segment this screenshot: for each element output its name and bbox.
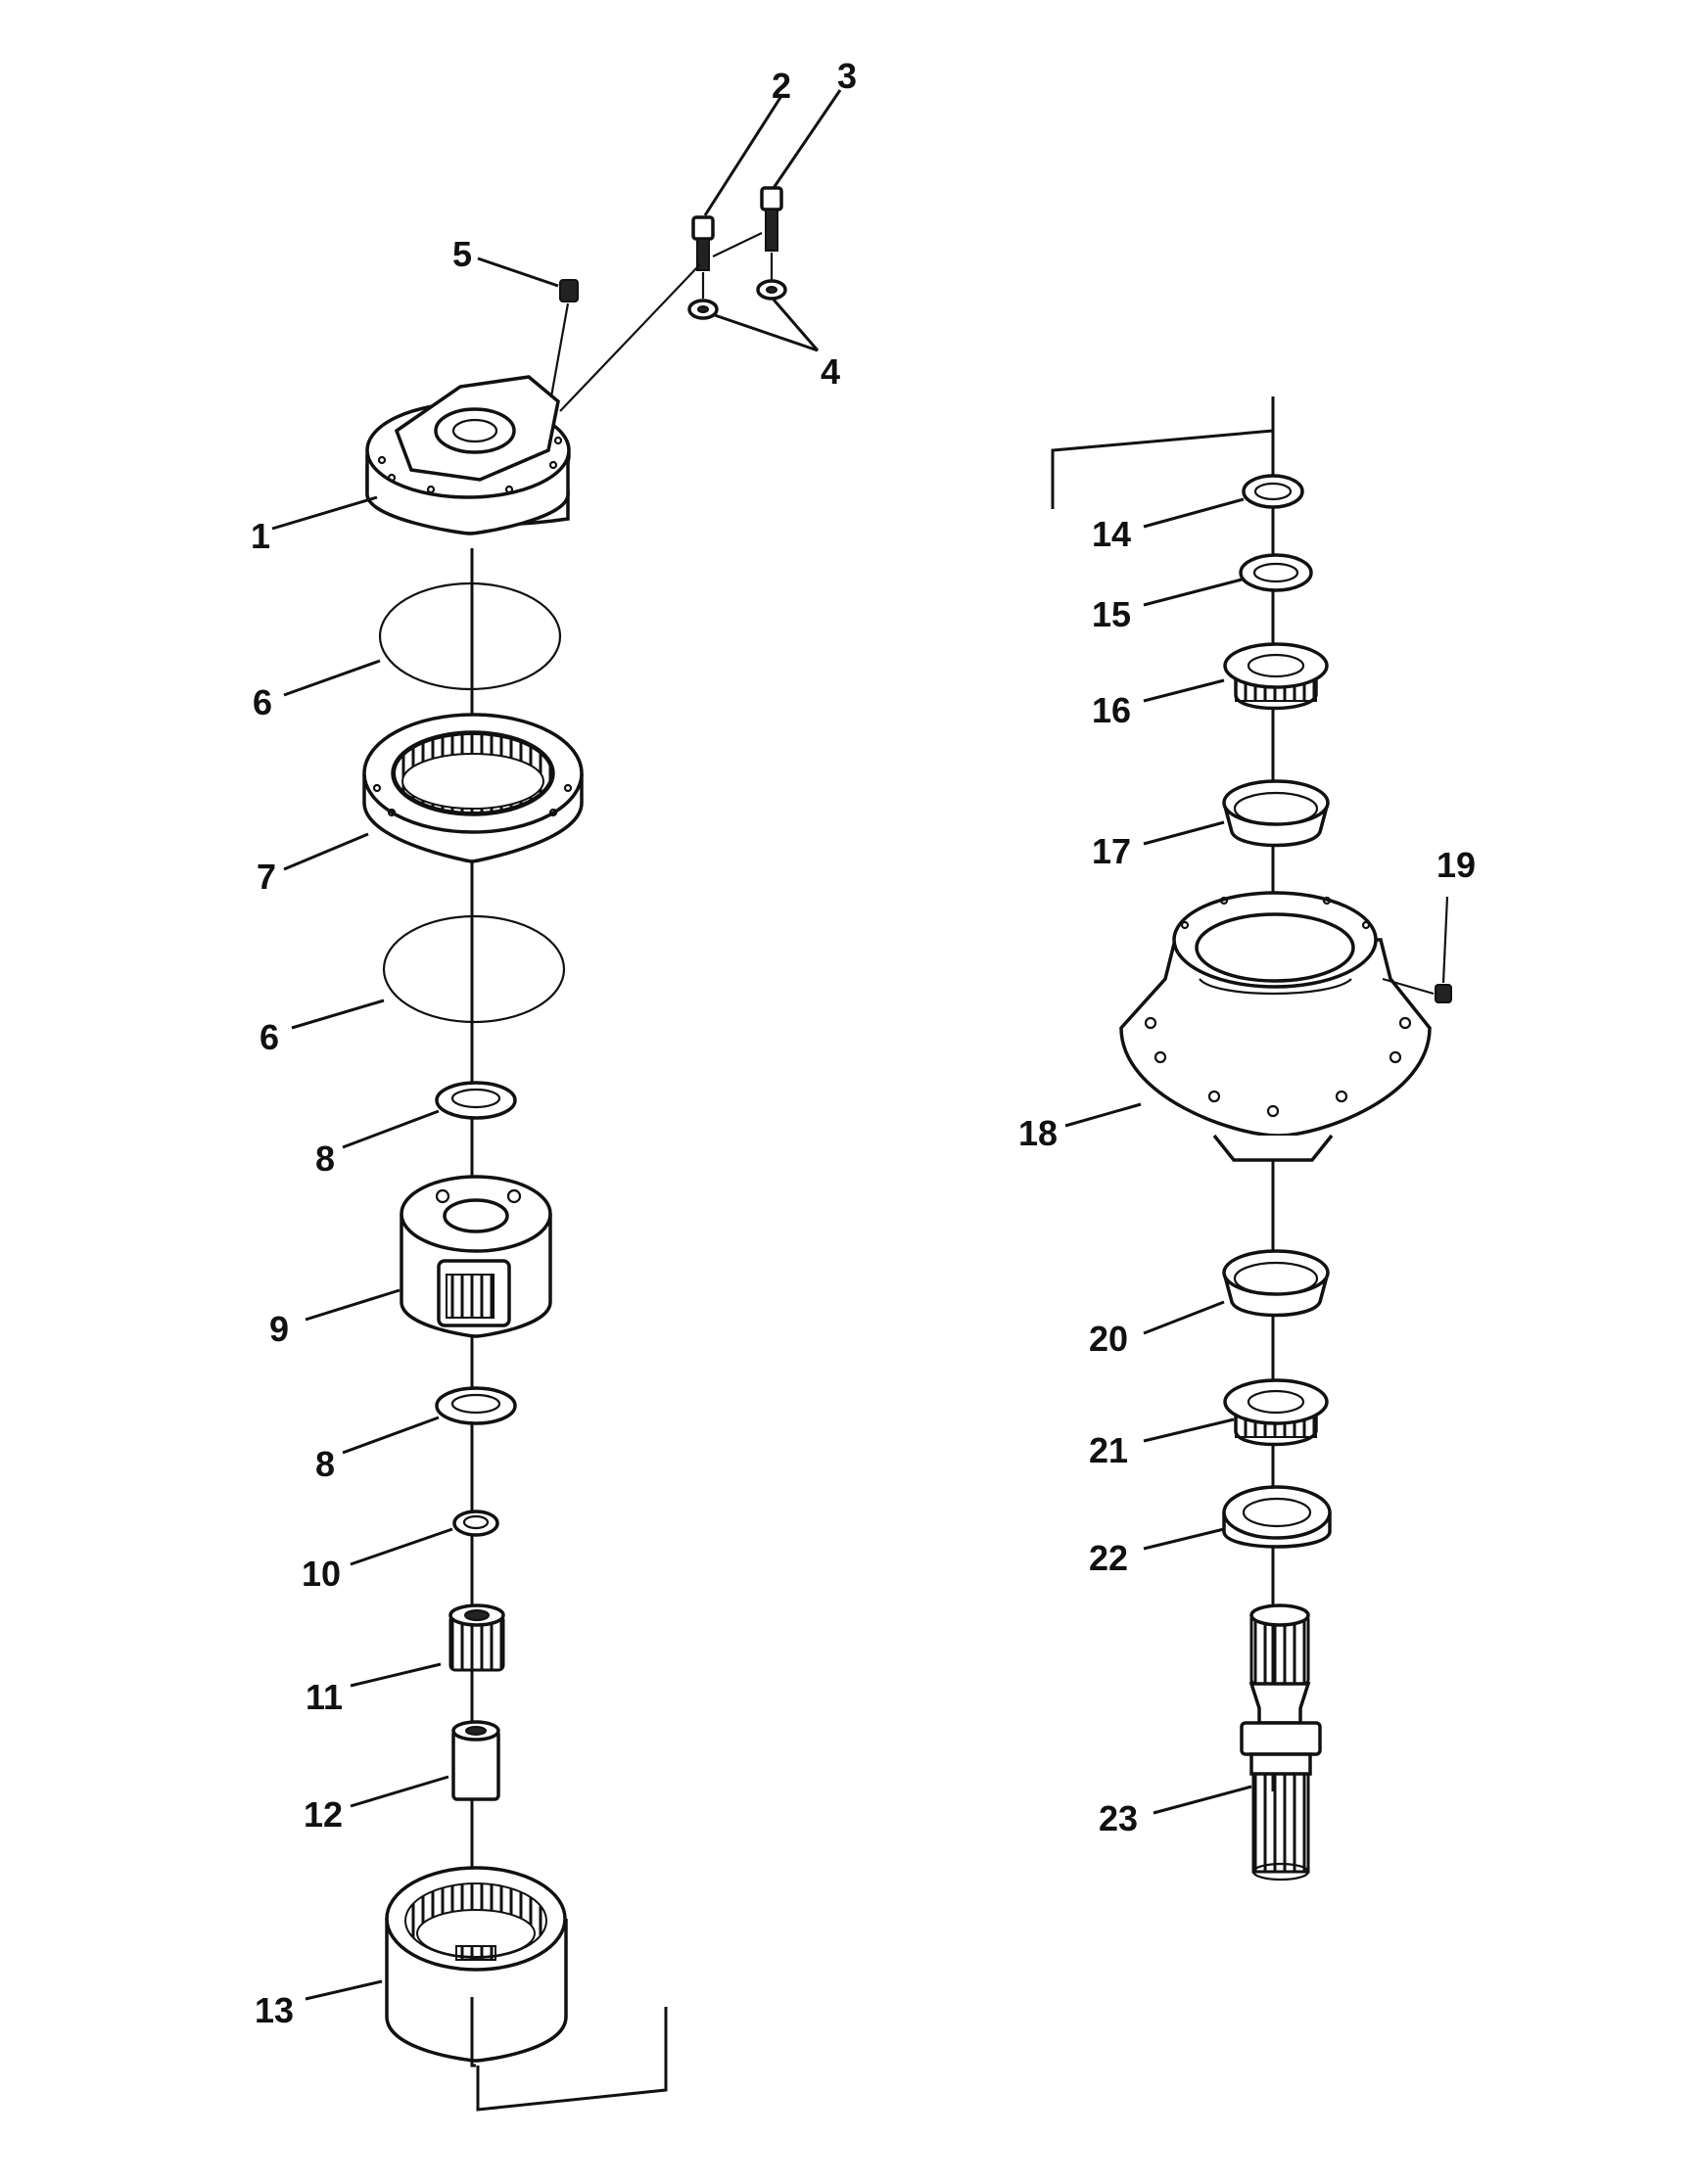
callout-23: 23 [1099, 1798, 1138, 1838]
bearing-cup-part-17 [1222, 779, 1330, 848]
callout-7: 7 [257, 857, 276, 897]
sun-gear-part-11 [448, 1603, 505, 1672]
callout-11: 11 [306, 1677, 343, 1717]
washer-part-15 [1239, 553, 1313, 592]
thrust-washer-part-8-lower [435, 1386, 517, 1425]
callout-10: 10 [302, 1554, 341, 1594]
callout-12: 12 [304, 1794, 343, 1835]
o-ring-part-6-lower [382, 914, 566, 1024]
callout-17: 17 [1092, 831, 1131, 871]
ring-gear-part-7 [362, 713, 584, 863]
callout-22: 22 [1089, 1538, 1128, 1578]
callout-15: 15 [1092, 594, 1131, 634]
output-gear-part-13 [385, 1866, 568, 2063]
thrust-washer-part-8-upper [435, 1081, 517, 1120]
hub-part-18 [1119, 891, 1432, 1162]
snap-ring-part-10 [452, 1510, 499, 1537]
callout-19: 19 [1436, 845, 1476, 885]
bracket-bottom-left [470, 1997, 668, 2112]
snap-ring-part-14 [1242, 474, 1304, 509]
callout-2: 2 [772, 66, 791, 106]
callout-8-lower: 8 [315, 1444, 335, 1484]
callout-4: 4 [821, 351, 840, 392]
callout-5: 5 [452, 234, 472, 274]
callout-20: 20 [1089, 1319, 1128, 1359]
planet-carrier-part-9 [400, 1175, 552, 1338]
washer-part-4-left [687, 299, 719, 320]
spacer-part-12 [451, 1720, 500, 1801]
bracket-top-right [1051, 396, 1275, 509]
plug-part-5 [559, 279, 579, 302]
callout-8-upper: 8 [315, 1138, 335, 1179]
callout-6-upper: 6 [253, 682, 272, 722]
output-shaft-part-23 [1240, 1603, 1322, 1882]
seal-part-22 [1222, 1485, 1332, 1549]
cover-part-1 [365, 375, 571, 535]
bolt-part-3 [760, 186, 783, 252]
callout-1: 1 [251, 516, 270, 556]
callout-3: 3 [837, 56, 857, 96]
callout-13: 13 [255, 1990, 294, 2030]
leader-lines [271, 89, 1252, 2001]
bearing-cone-part-21 [1223, 1378, 1329, 1447]
callout-21: 21 [1089, 1430, 1128, 1470]
callout-14: 14 [1092, 514, 1131, 554]
callout-9: 9 [269, 1309, 289, 1349]
bearing-cone-part-16 [1223, 642, 1329, 711]
plug-part-19 [1435, 984, 1452, 1003]
washer-part-4-right [756, 279, 787, 301]
bolt-part-2 [691, 215, 715, 271]
callout-18: 18 [1018, 1113, 1058, 1153]
callout-6-lower: 6 [259, 1017, 279, 1057]
callout-16: 16 [1092, 690, 1131, 730]
o-ring-part-6-upper [378, 581, 562, 691]
bearing-cup-part-20 [1222, 1249, 1330, 1318]
